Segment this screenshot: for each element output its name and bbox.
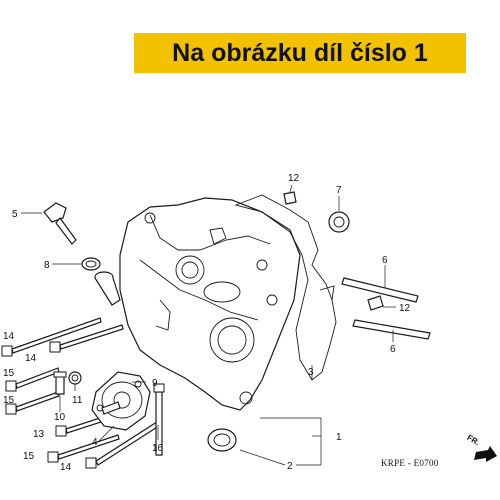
dowel-pin-top[interactable] <box>283 191 297 205</box>
bolt-14b[interactable] <box>49 324 124 353</box>
label-15-c: 15 <box>23 451 35 462</box>
filler-neck[interactable] <box>94 271 121 306</box>
pin-4[interactable] <box>101 401 121 415</box>
gasket[interactable] <box>234 194 337 381</box>
label-8: 8 <box>44 260 50 271</box>
label-1: 1 <box>336 432 342 443</box>
diagram-code: KRPE - E0700 <box>381 458 439 468</box>
label-10: 10 <box>54 412 66 423</box>
bolt-14a[interactable] <box>1 317 102 357</box>
title-banner: Na obrázku díl číslo 1 <box>134 33 466 73</box>
washer-11[interactable] <box>68 371 82 385</box>
label-6-top: 6 <box>382 255 388 266</box>
label-14-b: 14 <box>25 353 37 364</box>
stud-bolt-upper[interactable] <box>341 277 419 303</box>
label-13: 13 <box>33 429 45 440</box>
label-16: 16 <box>152 443 164 454</box>
front-direction-arrow: FR. <box>466 433 497 462</box>
leader-lines <box>21 184 396 466</box>
label-5: 5 <box>12 209 18 220</box>
stud-bolt-lower[interactable] <box>352 319 431 340</box>
label-15-a: 15 <box>3 368 15 379</box>
label-6-bottom: 6 <box>390 344 396 355</box>
bearing[interactable] <box>207 428 237 452</box>
dowel-pin-right[interactable] <box>367 295 384 311</box>
label-12-right: 12 <box>399 303 411 314</box>
label-15-b: 15 <box>3 395 15 406</box>
bolt-15c[interactable] <box>47 434 120 463</box>
banner-text: Na obrázku díl číslo 1 <box>172 38 428 67</box>
label-14-a: 14 <box>3 331 15 342</box>
bolt-16[interactable] <box>153 383 165 456</box>
label-11: 11 <box>72 395 83 406</box>
label-12-top: 12 <box>288 173 300 184</box>
label-4: 4 <box>92 437 98 448</box>
oil-seal[interactable] <box>328 211 350 233</box>
label-7: 7 <box>336 185 342 196</box>
o-ring[interactable] <box>81 257 101 271</box>
small-cover[interactable] <box>91 371 151 431</box>
fr-label: FR. <box>466 433 482 447</box>
bolt-10[interactable] <box>53 371 67 395</box>
oil-plug[interactable] <box>43 202 77 245</box>
label-14-c: 14 <box>60 462 72 473</box>
crankcase-cover[interactable] <box>119 197 301 411</box>
part-labels: 12 7 5 8 6 12 6 14 14 15 15 9 11 10 13 4… <box>3 173 411 473</box>
bolt-15b[interactable] <box>5 391 60 415</box>
label-9: 9 <box>152 378 158 389</box>
label-2: 2 <box>287 461 293 472</box>
label-3: 3 <box>308 367 314 378</box>
